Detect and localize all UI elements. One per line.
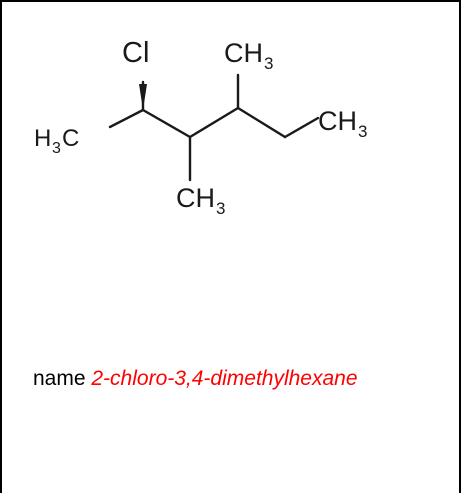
card-border-right <box>459 0 461 493</box>
bond-c2-c3 <box>141 108 192 139</box>
card-border-top <box>0 0 461 2</box>
compound-name-value: 2-chloro-3,4-dimethylhexane <box>91 367 358 390</box>
atom-h3c: H 3 C <box>34 125 79 157</box>
bond-c1-c2 <box>108 108 145 129</box>
svg-text:3: 3 <box>216 199 225 218</box>
card-border-left <box>0 0 2 493</box>
atom-ch3-bottom: CH 3 <box>176 183 225 218</box>
bond-c3-c4 <box>188 106 240 139</box>
atom-ch3-top: CH 3 <box>224 38 273 73</box>
bond-c4-c5 <box>236 106 287 139</box>
atom-cl: Cl <box>122 37 149 69</box>
svg-text:H: H <box>34 125 51 152</box>
name-prefix: name <box>33 367 86 390</box>
wedge-bond-cl <box>139 84 147 110</box>
svg-text:CH: CH <box>318 106 357 136</box>
svg-text:CH: CH <box>224 38 263 68</box>
atom-ch3-right: CH 3 <box>318 106 367 141</box>
bond-c5-c6 <box>283 116 320 139</box>
svg-text:C: C <box>62 125 79 152</box>
structural-formula: Cl H 3 C CH 3 CH 3 CH 3 <box>34 37 367 218</box>
svg-text:3: 3 <box>264 54 273 73</box>
svg-text:3: 3 <box>52 140 61 157</box>
compound-name-line: name 2-chloro-3,4-dimethylhexane <box>33 367 358 391</box>
svg-text:CH: CH <box>176 183 215 213</box>
svg-text:3: 3 <box>358 122 367 141</box>
